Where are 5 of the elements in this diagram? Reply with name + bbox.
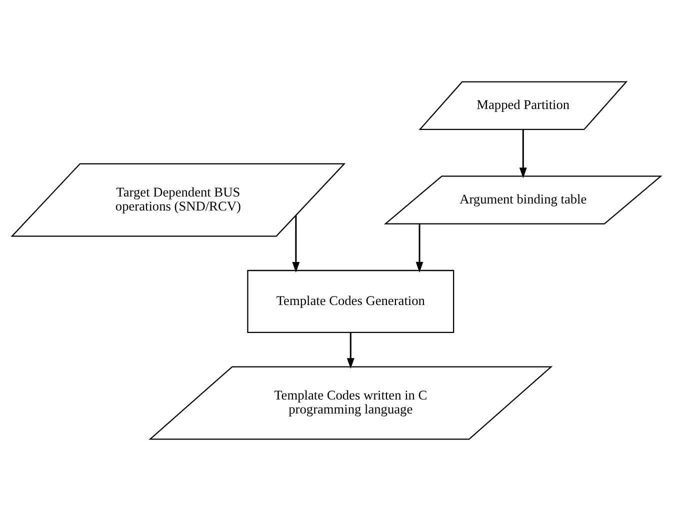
arrow bbox=[519, 130, 527, 178]
arrow bbox=[346, 332, 354, 369]
node-box: Template Codes Generation bbox=[247, 270, 454, 334]
arrow bbox=[416, 224, 424, 273]
arrow bbox=[292, 215, 300, 273]
